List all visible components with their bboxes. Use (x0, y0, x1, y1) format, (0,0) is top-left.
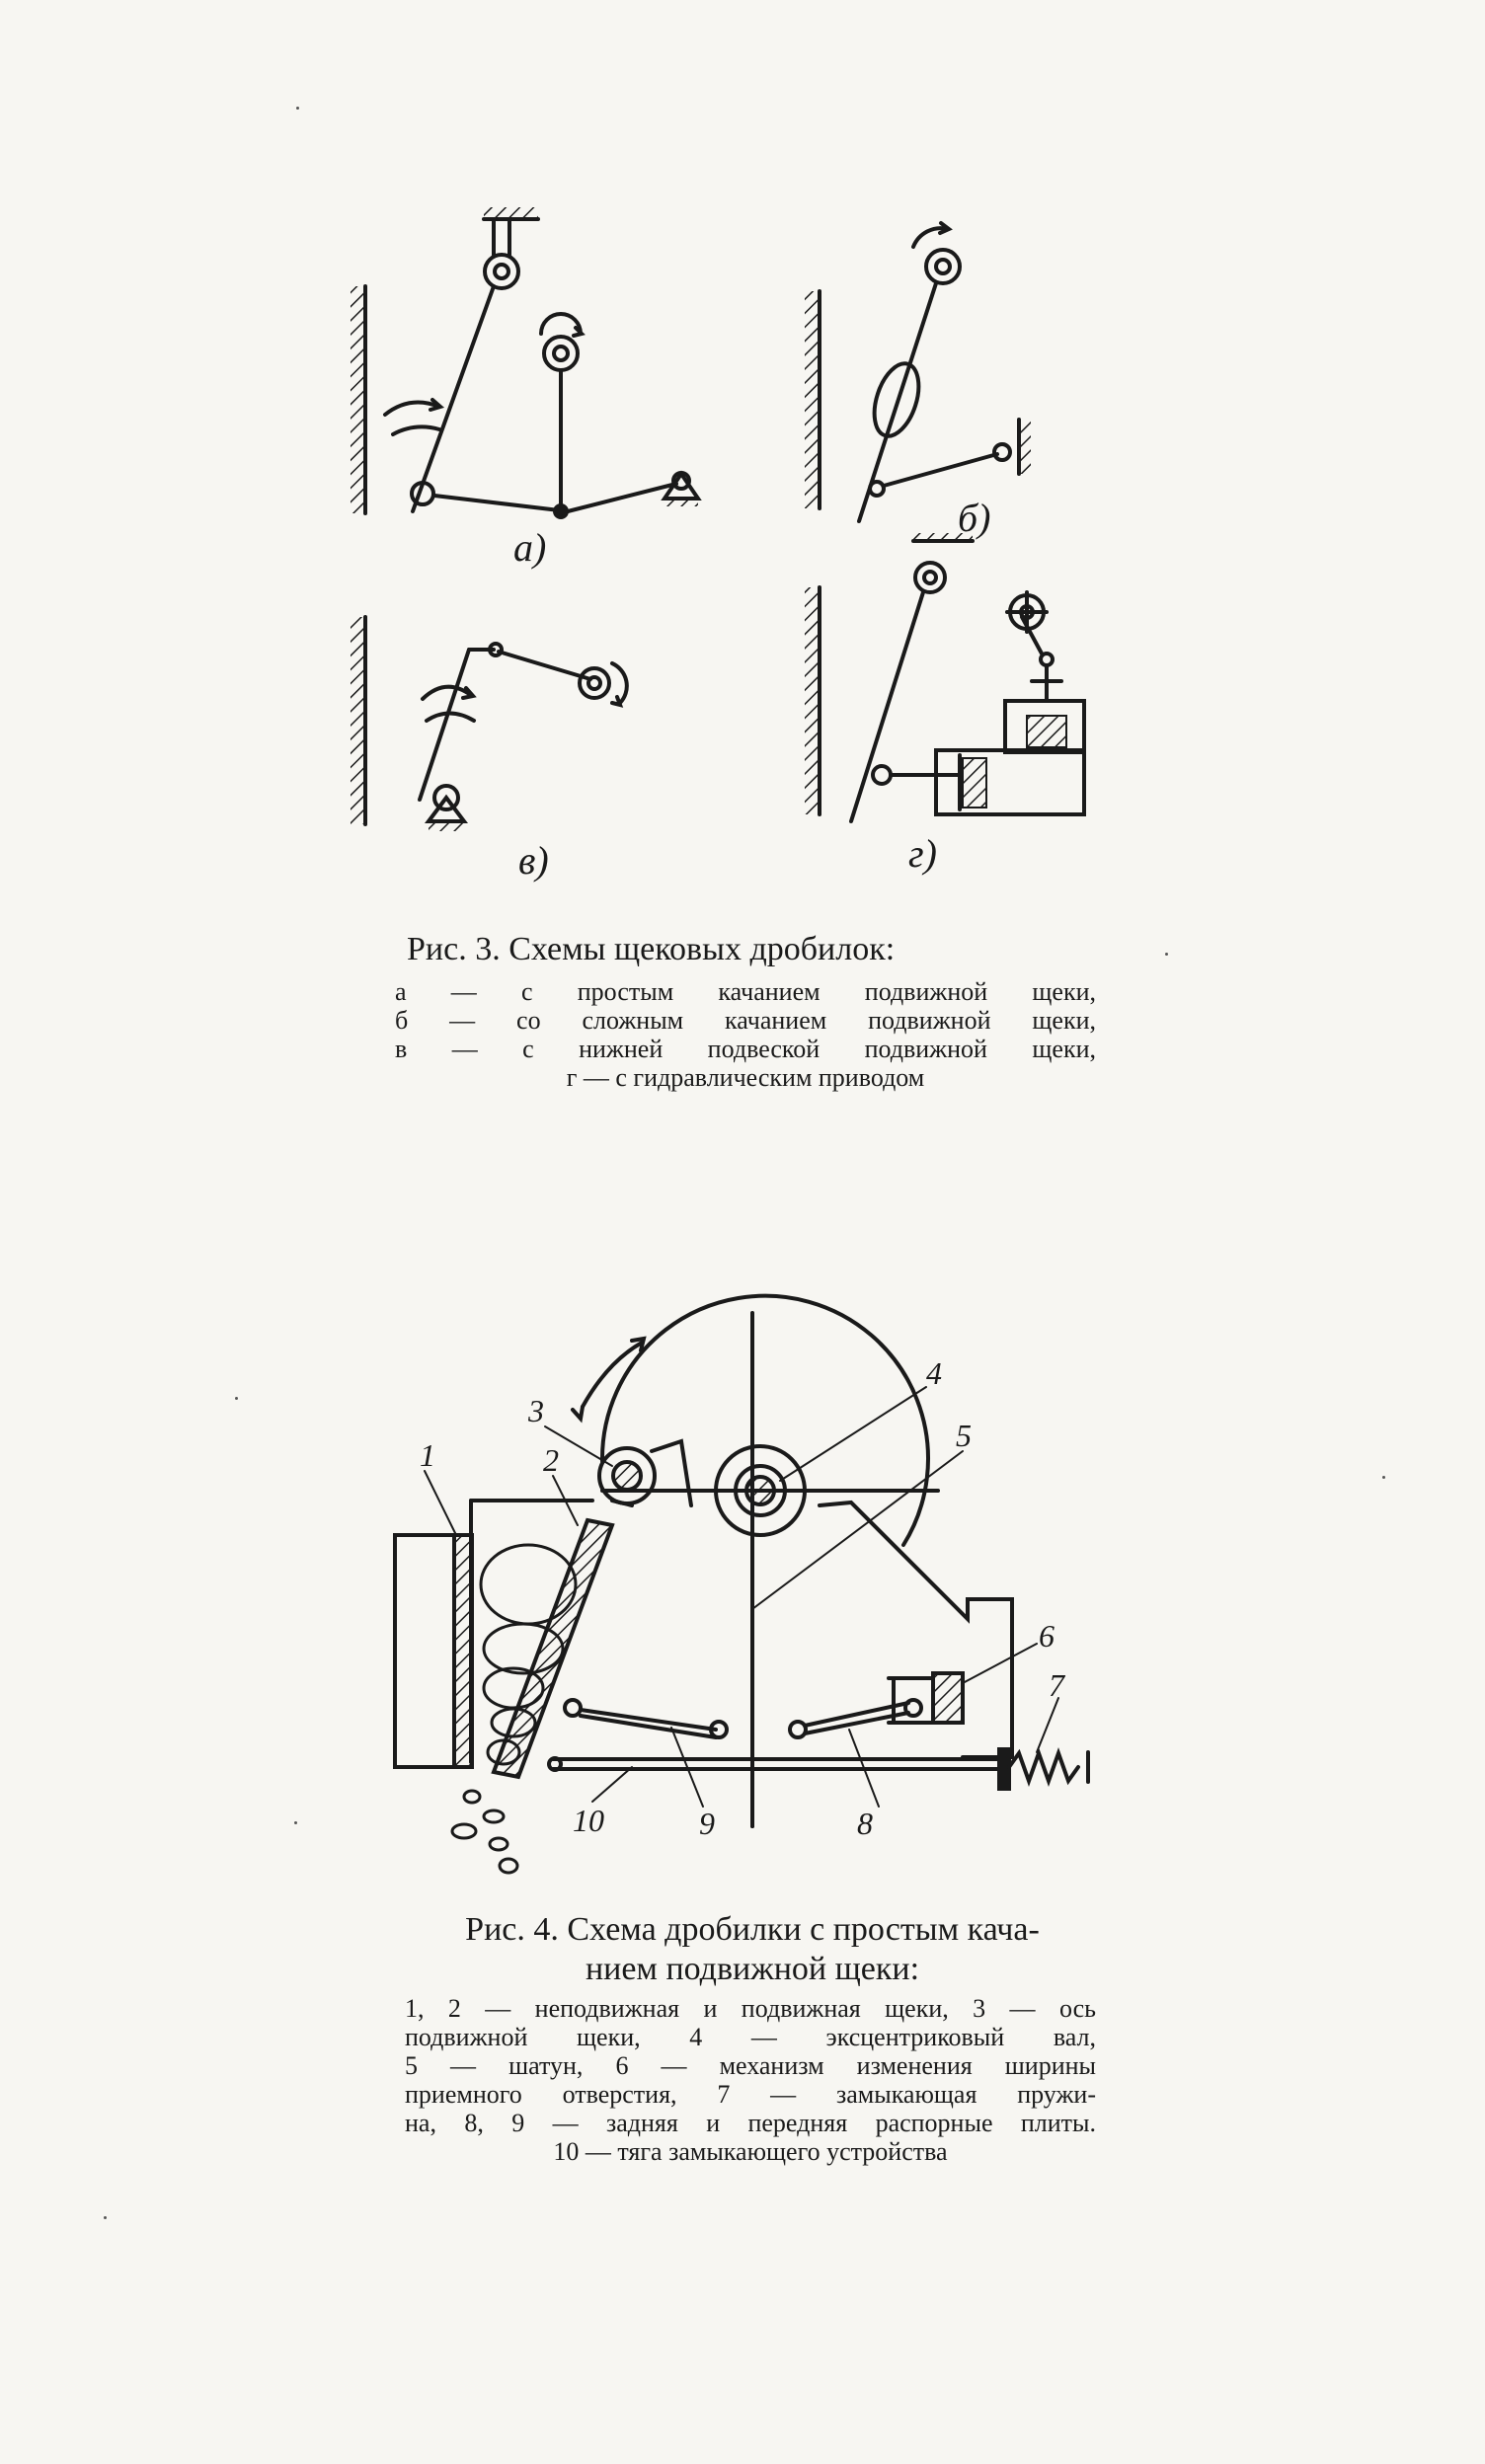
figure-3-caption-title: Рис. 3. Схемы щековых дробилок: (407, 931, 896, 967)
label-b: б) (958, 496, 990, 540)
scheme-a: а) (351, 207, 702, 570)
scan-speck (104, 2216, 107, 2219)
legend-line: подвижной щеки, 4 — эксцентриковый вал, (405, 2023, 1096, 2051)
frame-outline (818, 1500, 1014, 1759)
front-toggle-plate (579, 1708, 718, 1732)
part-label-5: 5 (956, 1418, 972, 1453)
scan-speck (296, 107, 299, 110)
legend-line: в — с нижней подвеской подвижной щеки, (395, 1035, 1096, 1063)
scan-speck (1382, 1476, 1385, 1479)
swing-arrow (581, 1341, 644, 1409)
part-label-3: 3 (527, 1393, 544, 1428)
legend-line: 10 — тяга замыкающего устройства (553, 2137, 948, 2166)
movable-jaw (491, 1517, 615, 1780)
part-label-10: 10 (573, 1803, 604, 1838)
legend-line: приемного отверстия, 7 — замыкающая пруж… (405, 2080, 1096, 2109)
fixed-jaw-housing (393, 1533, 456, 1769)
scan-speck (294, 1821, 297, 1824)
legend-line: г — с гидравлическим приводом (566, 1063, 925, 1092)
figure-3-diagram: а) б) (351, 207, 1086, 883)
part-label-1: 1 (420, 1437, 435, 1473)
figure-4-caption-title: Рис. 4. Схема дробилки с простым кача- н… (407, 1910, 1098, 1989)
figure-4-caption-line-1: Рис. 4. Схема дробилки с простым кача- (465, 1911, 1040, 1948)
eccentric-shaft (714, 1444, 807, 1537)
part-labels: 1 2 3 4 5 6 7 8 9 10 (420, 1355, 1066, 1841)
scheme-g: г) (805, 533, 1086, 876)
adjustment-mechanism (931, 1671, 965, 1725)
figure-3-legend: а — с простым качанием подвижной щеки, б… (395, 977, 1096, 1092)
legend-line: на, 8, 9 — задняя и передняя распорные п… (405, 2109, 1096, 2137)
part-label-4: 4 (926, 1355, 942, 1391)
part-label-6: 6 (1039, 1618, 1055, 1654)
legend-line: б — со сложным качанием подвижной щеки, (395, 1006, 1096, 1035)
scan-speck (235, 1397, 238, 1400)
label-a: а) (513, 525, 546, 570)
scheme-v: в) (351, 615, 629, 883)
legend-line: 1, 2 — неподвижная и подвижная щеки, 3 —… (405, 1994, 1096, 2023)
label-v: в) (518, 838, 549, 883)
legend-line: 5 — шатун, 6 — механизм изменения ширины (405, 2051, 1096, 2080)
label-g: г) (908, 831, 937, 876)
part-label-9: 9 (699, 1806, 715, 1841)
figure-4-caption-line-2: нием подвижной щеки: (585, 1951, 920, 1987)
closing-spring (1007, 1747, 1080, 1787)
fixed-jaw (452, 1533, 474, 1769)
part-label-2: 2 (543, 1442, 559, 1478)
scan-speck (1165, 953, 1168, 956)
scheme-b: б) (805, 221, 1031, 540)
figure-4-legend: 1, 2 — неподвижная и подвижная щеки, 3 —… (405, 1994, 1096, 2166)
rear-toggle-plate (803, 1701, 910, 1728)
part-label-7: 7 (1049, 1667, 1066, 1703)
flywheel-outline (599, 1293, 930, 1547)
part-label-8: 8 (857, 1806, 873, 1841)
rock-pieces (450, 1543, 578, 1875)
legend-line: а — с простым качанием подвижной щеки, (395, 977, 1096, 1006)
